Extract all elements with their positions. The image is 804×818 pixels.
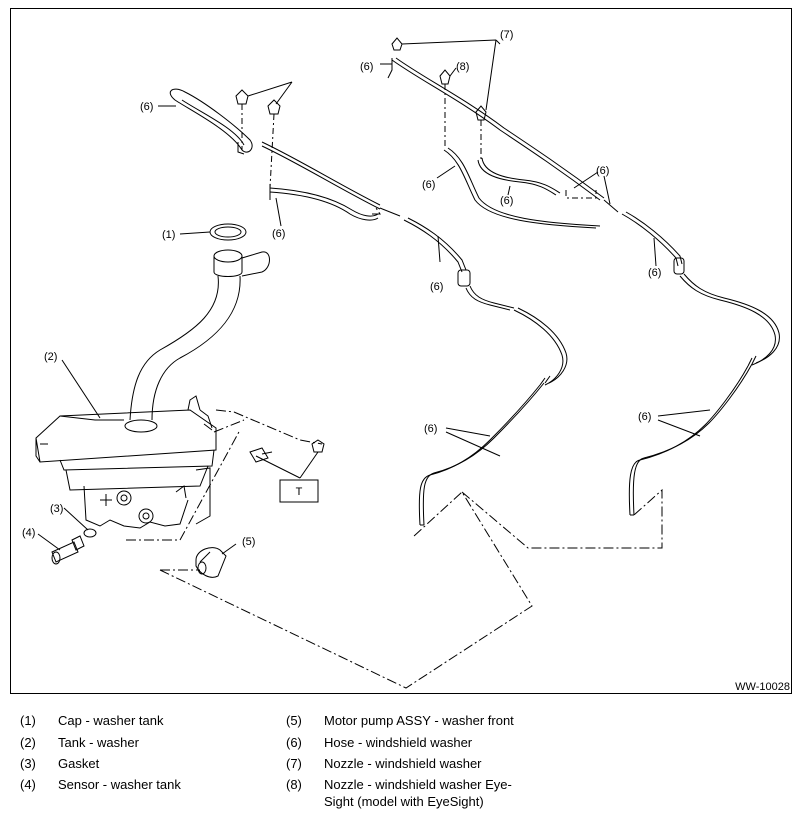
callout-6-right-mid: (6) [422,179,435,191]
washer-tank [35,395,217,529]
legend-num: (4) [20,777,36,792]
legend-num: (1) [20,713,36,728]
legend-text: Nozzle - windshield washer [324,756,482,771]
leader-lines [37,39,711,555]
callout-6-right-lower: (6) [648,267,661,279]
legend-text: Gasket [58,756,100,771]
legend-num: (8) [286,777,302,792]
washer-system-diagram: (6) (1) (2) (3) (4) (5) (6) (6) (6) (6) … [22,29,790,693]
sensor-and-gasket [51,528,97,565]
callout-6-left-lower: (6) [272,228,285,240]
callout-6-right-top: (6) [360,61,373,73]
motor-pump [195,547,227,578]
legend-text: Sensor - washer tank [58,777,181,792]
legend-text: Hose - windshield washer [324,735,473,750]
legend-num: (7) [286,756,302,771]
callout-6-right-bottom: (6) [638,411,651,423]
callout-8: (8) [456,61,469,73]
callout-2: (2) [44,351,57,363]
callout-6-right-joint: (6) [596,165,609,177]
t-box-label: T [296,486,303,498]
callout-1: (1) [162,229,175,241]
legend-text: Nozzle - windshield washer Eye- [324,777,512,792]
legend-text: Motor pump ASSY - washer front [324,713,514,728]
legend-num: (2) [20,735,36,750]
tank-cap-and-neck [129,223,270,421]
legend-num: (5) [286,713,302,728]
legend-text: Cap - washer tank [58,713,164,728]
right-hose-assembly [387,57,780,516]
callout-6-center: (6) [430,281,443,293]
callout-6-left-bottom: (6) [424,423,437,435]
callout-6-left-loop: (6) [140,101,153,113]
legend-num: (3) [20,756,36,771]
right-nozzles [391,37,497,160]
callout-5: (5) [242,536,255,548]
legend-text-continued: Sight (model with EyeSight) [324,794,484,809]
legend-text: Tank - washer [58,735,139,750]
diagram-frame [10,8,792,694]
callout-4: (4) [22,527,35,539]
left-hose-assembly [169,88,568,526]
callout-7: (7) [500,29,513,41]
left-nozzles [235,81,293,189]
legend-num: (6) [286,735,302,750]
figure-id: WW-10028 [735,681,790,693]
callout-3: (3) [50,503,63,515]
callout-6-right-inner: (6) [500,195,513,207]
tank-bolt [249,439,325,503]
phantom-lines [126,207,663,689]
